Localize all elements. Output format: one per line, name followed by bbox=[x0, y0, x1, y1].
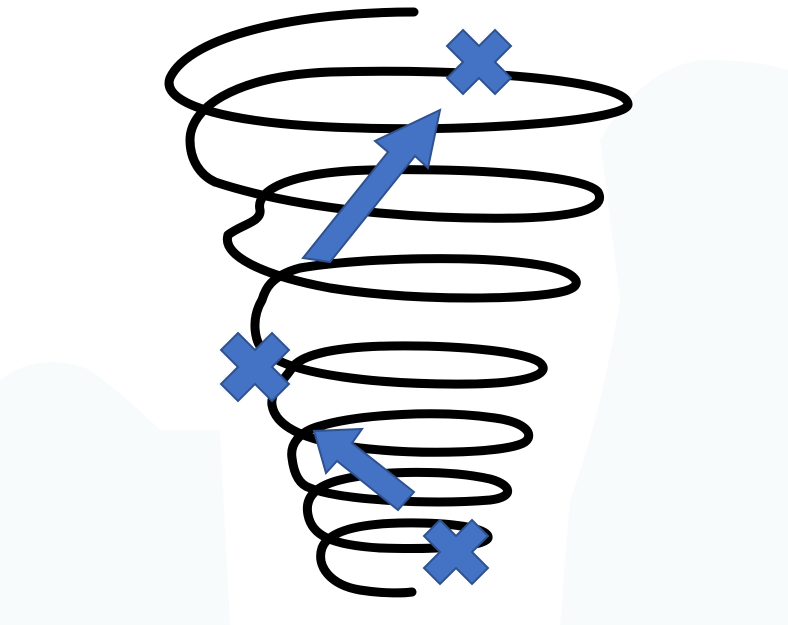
background-tint-right bbox=[560, 60, 788, 625]
spiral-turn-2 bbox=[215, 170, 600, 235]
spiral-turn-4 bbox=[255, 300, 543, 405]
background-tint-left bbox=[0, 362, 230, 625]
spiral-turn-3 bbox=[227, 235, 576, 300]
x-mark-icon bbox=[447, 30, 511, 94]
